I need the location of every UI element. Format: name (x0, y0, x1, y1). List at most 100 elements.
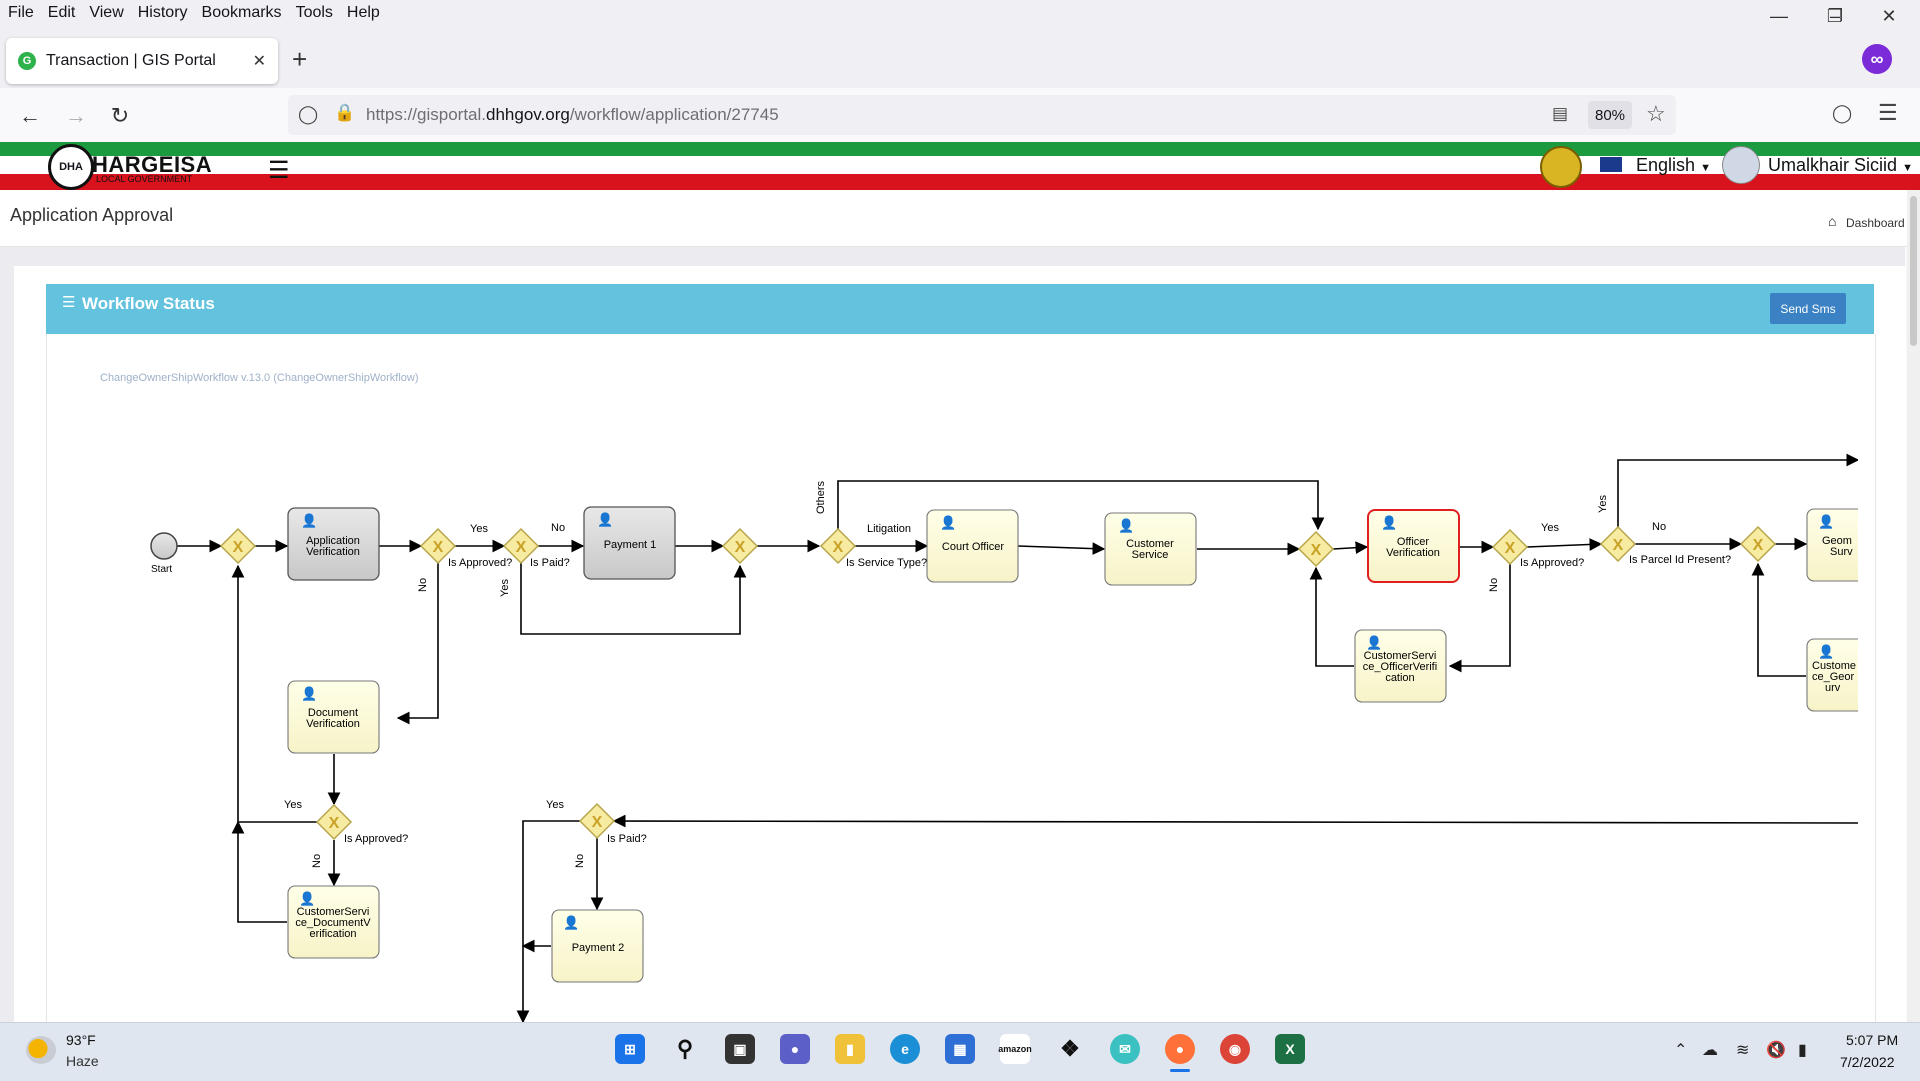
language-label: English (1636, 155, 1696, 175)
wifi-icon[interactable]: ≋ (1736, 1042, 1750, 1059)
bookmark-star-icon[interactable]: ☆ (1646, 101, 1666, 126)
gateway[interactable]: X (419, 527, 457, 565)
svg-text:X: X (1753, 537, 1764, 554)
start-event[interactable] (150, 532, 178, 560)
scrollbar-thumb[interactable] (1910, 196, 1917, 346)
home-icon[interactable]: ⌂ (1828, 213, 1837, 229)
menu-bookmarks[interactable]: Bookmarks (201, 4, 282, 21)
amazon-icon[interactable]: amazon (998, 1034, 1032, 1064)
pocket-icon[interactable]: ◯ (1832, 103, 1853, 123)
close-tab-icon[interactable]: ✕ (252, 53, 266, 70)
gateway[interactable]: X (1491, 528, 1529, 566)
new-tab-button[interactable]: + (292, 44, 308, 74)
svg-text:X: X (735, 539, 746, 556)
task-customer-service[interactable]: 👤 Customer Service (1104, 512, 1197, 586)
chrome-icon[interactable]: ◉ (1220, 1034, 1250, 1064)
task-court-officer[interactable]: 👤 Court Officer (926, 509, 1019, 583)
onedrive-icon[interactable]: ☁ (1702, 1042, 1718, 1059)
task-view-icon[interactable]: ▣ (725, 1034, 755, 1064)
hargeisa-logo[interactable]: DHA (48, 144, 94, 190)
svg-text:X: X (833, 539, 844, 556)
user-menu[interactable]: Umalkhair Siciid ▼ (1768, 155, 1913, 176)
show-hidden-icons-icon[interactable]: ⌃ (1674, 1042, 1688, 1059)
user-task-icon: 👤 (301, 686, 317, 701)
volume-muted-icon[interactable]: 🔇 (1766, 1042, 1786, 1059)
battery-icon[interactable]: ▮ (1798, 1042, 1807, 1059)
menu-view[interactable]: View (89, 4, 124, 21)
gateway[interactable]: X (721, 527, 759, 565)
back-button[interactable]: ← (19, 103, 41, 128)
minimize-button[interactable]: — (1770, 5, 1788, 26)
task-cs-officer-verification[interactable]: 👤 CustomerServi ce_OfficerVerifi cation (1354, 629, 1447, 703)
chat-icon[interactable]: ● (780, 1034, 810, 1064)
task-payment-1[interactable]: 👤 Payment 1 (583, 506, 676, 580)
account-icon[interactable]: ∞ (1862, 44, 1892, 74)
gateway[interactable]: X (578, 802, 616, 840)
weather-condition[interactable]: Haze (66, 1053, 99, 1069)
gateway[interactable]: X (1599, 525, 1637, 563)
send-sms-button[interactable]: Send Sms (1770, 293, 1846, 324)
task-label: Customer (1126, 538, 1174, 550)
menu-tools[interactable]: Tools (295, 4, 333, 21)
app-menu-icon[interactable]: ☰ (1878, 100, 1898, 125)
language-dropdown[interactable]: English ▼ (1636, 155, 1711, 176)
restore-button[interactable]: ❐ (1826, 5, 1844, 26)
shield-icon[interactable]: ◯ (298, 104, 319, 124)
tab-active[interactable]: G Transaction | GIS Portal ✕ (6, 38, 278, 84)
svg-text:X: X (233, 539, 244, 556)
search-icon[interactable]: ⚲ (676, 1036, 694, 1061)
task-payment-2[interactable]: 👤 Payment 2 (551, 909, 644, 983)
minimize-button[interactable]: – (1829, 5, 1840, 26)
close-window-button[interactable]: ✕ (1881, 5, 1897, 26)
start-menu-icon[interactable]: ⊞ (615, 1034, 645, 1064)
zoom-level[interactable]: 80% (1588, 101, 1632, 129)
url-bar[interactable] (288, 95, 1676, 135)
task-label: Verification (306, 718, 360, 730)
mail-icon[interactable]: ✉ (1110, 1034, 1140, 1064)
user-avatar[interactable] (1722, 146, 1760, 184)
page-scrollbar[interactable] (1907, 190, 1920, 1022)
weather-temperature[interactable]: 93°F (66, 1032, 96, 1048)
task-cs-geom-survey[interactable]: 👤 Custome ce_Geor urv (1806, 638, 1858, 712)
reload-button[interactable]: ↻ (110, 103, 130, 128)
dropbox-icon[interactable]: ❖ (1060, 1036, 1080, 1061)
task-document-verification[interactable]: 👤 Document Verification (287, 680, 380, 754)
gateway[interactable]: X (502, 527, 540, 565)
forward-button[interactable]: → (65, 103, 87, 128)
weather-haze-icon[interactable] (26, 1036, 56, 1064)
breadcrumb-dashboard[interactable]: Dashboard (1846, 216, 1905, 230)
gateway[interactable]: X (819, 527, 857, 565)
excel-icon[interactable]: X (1275, 1034, 1305, 1064)
svg-text:X: X (1311, 542, 1322, 559)
firefox-icon[interactable]: ● (1165, 1034, 1195, 1064)
menu-file[interactable]: File (8, 4, 34, 21)
sidebar-toggle-icon[interactable]: ☰ (268, 157, 290, 184)
gateway[interactable]: X (1739, 525, 1777, 563)
menu-edit[interactable]: Edit (47, 4, 76, 21)
reader-view-icon[interactable]: ▤ (1552, 104, 1569, 123)
task-application-verification[interactable]: 👤 Application Verification (287, 507, 380, 581)
gateway[interactable]: X (1297, 530, 1335, 568)
gateway[interactable]: X (219, 527, 257, 565)
task-label: ce_Geor (1812, 671, 1855, 683)
sequence-flows (177, 453, 1858, 1022)
flow-label-no: No (1652, 521, 1666, 533)
clock-date[interactable]: 7/2/2022 (1840, 1054, 1895, 1070)
flow-label-no: No (1488, 578, 1500, 592)
flow-label-yes: Yes (470, 523, 488, 535)
task-cs-document-verification[interactable]: 👤 CustomerServi ce_DocumentV erification (287, 885, 380, 959)
task-officer-verification[interactable]: 👤 Officer Verification (1367, 509, 1460, 583)
flow-label-no: No (551, 522, 565, 534)
caret-down-icon: ▼ (1902, 162, 1913, 174)
task-label: Court Officer (942, 541, 1004, 553)
menu-history[interactable]: History (137, 4, 188, 21)
store-icon[interactable]: ▦ (945, 1034, 975, 1064)
url-text[interactable]: https://gisportal.dhhgov.org/workflow/ap… (366, 105, 779, 125)
file-explorer-icon[interactable]: ▮ (835, 1034, 865, 1064)
lock-icon[interactable]: 🔒 (334, 103, 356, 122)
gateway[interactable]: X (315, 803, 353, 841)
task-geom-survey[interactable]: 👤 Geom Surv (1806, 508, 1858, 582)
menu-help[interactable]: Help (346, 4, 380, 21)
edge-icon[interactable]: e (890, 1034, 920, 1064)
clock-time[interactable]: 5:07 PM (1846, 1032, 1899, 1048)
